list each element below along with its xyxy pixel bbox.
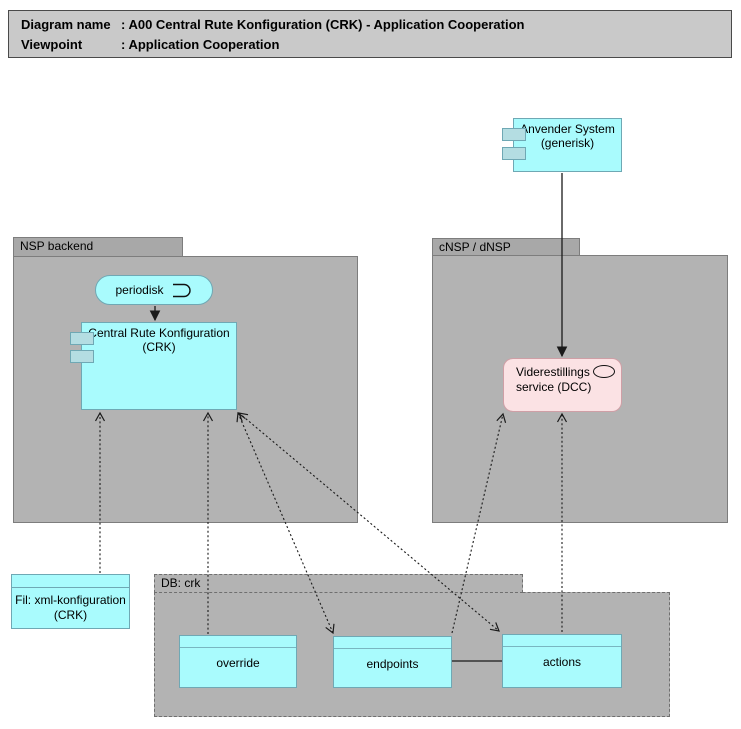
- node-periodisk-label: periodisk: [115, 283, 164, 297]
- diagram-name-label: Diagram name: [21, 17, 111, 32]
- node-periodisk[interactable]: periodisk: [95, 275, 213, 305]
- node-central-rute-konfiguration-label: Central Rute Konfiguration (CRK): [88, 326, 230, 354]
- package-db-crk-label: DB: crk: [161, 576, 201, 590]
- table-override[interactable]: override: [179, 635, 297, 688]
- table-header-strip: [180, 636, 296, 648]
- table-actions[interactable]: actions: [502, 634, 622, 688]
- node-fil-xml-konfiguration[interactable]: Fil: xml-konfiguration (CRK): [11, 574, 130, 629]
- node-anvender-system-label: Anvender System (generisk): [520, 122, 615, 150]
- table-actions-label: actions: [542, 655, 582, 669]
- table-override-label: override: [216, 656, 260, 670]
- service-icon: [593, 365, 615, 378]
- node-viderestillings-service[interactable]: Viderestillings service (DCC): [503, 358, 622, 412]
- component-icon: [70, 332, 94, 345]
- package-db-crk-tab[interactable]: DB: crk: [154, 574, 523, 593]
- node-viderestillings-service-label: Viderestillings service (DCC): [516, 365, 592, 394]
- diagram-name-value: : A00 Central Rute Konfiguration (CRK) -…: [121, 17, 525, 32]
- viewpoint-value: : Application Cooperation: [121, 37, 280, 52]
- package-nsp-backend-label: NSP backend: [20, 239, 94, 253]
- node-anvender-system[interactable]: Anvender System (generisk): [502, 118, 622, 172]
- node-fil-xml-konfiguration-label: Fil: xml-konfiguration (CRK): [15, 593, 126, 622]
- event-icon: [172, 283, 191, 297]
- component-icon: [502, 147, 526, 160]
- table-header-strip: [334, 637, 451, 649]
- node-central-rute-konfiguration[interactable]: Central Rute Konfiguration (CRK): [70, 322, 237, 410]
- viewpoint-label: Viewpoint: [21, 37, 83, 52]
- package-cnsp-dnsp-tab[interactable]: cNSP / dNSP: [432, 238, 580, 256]
- table-endpoints[interactable]: endpoints: [333, 636, 452, 688]
- artifact-header-strip: [12, 575, 129, 588]
- component-icon: [502, 128, 526, 141]
- table-header-strip: [503, 635, 621, 647]
- table-endpoints-label: endpoints: [366, 657, 419, 671]
- package-cnsp-dnsp-label: cNSP / dNSP: [439, 240, 511, 254]
- diagram-title-bar: Diagram name : A00 Central Rute Konfigur…: [8, 10, 732, 58]
- component-icon: [70, 350, 94, 363]
- package-nsp-backend-tab[interactable]: NSP backend: [13, 237, 183, 257]
